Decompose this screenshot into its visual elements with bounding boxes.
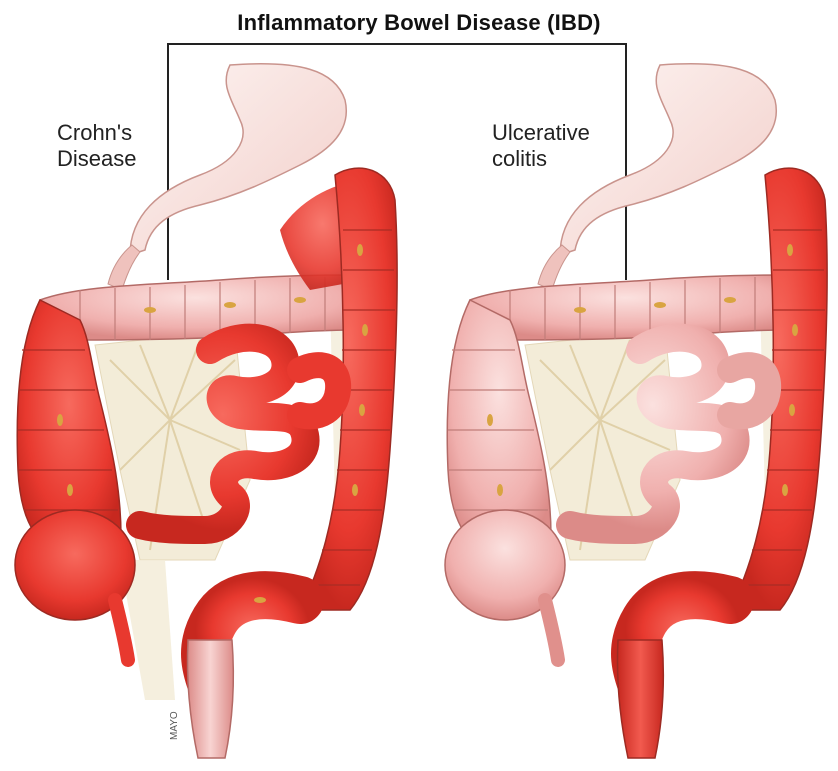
uc-label-line2: colitis (492, 146, 590, 172)
rectum (187, 640, 233, 758)
appendix (115, 600, 128, 660)
crohns-label-line2: Disease (57, 146, 136, 172)
uc-label: Ulcerative colitis (492, 120, 590, 172)
crohns-label: Crohn's Disease (57, 120, 136, 172)
svg-text:MAYO: MAYO (169, 711, 180, 740)
crohns-label-line1: Crohn's (57, 120, 136, 146)
appendix (545, 600, 558, 660)
diagram-title: Inflammatory Bowel Disease (IBD) (0, 10, 838, 36)
stomach (560, 64, 776, 255)
rectum (617, 640, 663, 758)
uc-label-line1: Ulcerative (492, 120, 590, 146)
